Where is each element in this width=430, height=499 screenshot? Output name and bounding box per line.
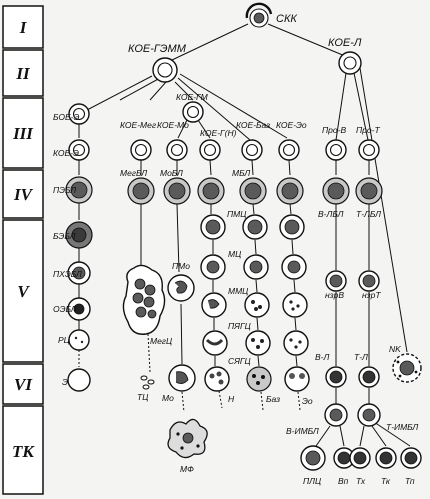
macrophage bbox=[167, 418, 208, 459]
label-phebl: ПХЭБЛ bbox=[53, 269, 82, 279]
koe-gm-cell bbox=[182, 101, 204, 123]
stage-label: V bbox=[17, 282, 30, 301]
lineage-arrows bbox=[78, 23, 411, 447]
label-t-l: Т-Л bbox=[354, 352, 368, 362]
terminal-cells bbox=[300, 445, 422, 471]
stage-label: ТК bbox=[12, 442, 35, 461]
label-t-lbl: Т-ЛБЛ bbox=[356, 209, 381, 219]
label-mbl: МБЛ bbox=[232, 168, 250, 178]
label-koe-g-n: КОЕ-Г(Н) bbox=[200, 128, 237, 138]
label-koe-l: КОЕ-Л bbox=[328, 37, 362, 49]
label-boe-e: БОЕ-Э bbox=[53, 112, 79, 122]
label-nk: NK bbox=[389, 344, 401, 354]
stage-label: II bbox=[15, 64, 31, 83]
stage-label: VI bbox=[14, 375, 33, 394]
label-koe-eo: КОЕ-Эо bbox=[276, 120, 307, 130]
label-baz: Баз bbox=[266, 394, 280, 404]
label-pebl: ПЭБЛ bbox=[53, 185, 76, 195]
stage-iv-blasts bbox=[65, 176, 383, 205]
label-plc: ПЛЦ bbox=[303, 476, 321, 486]
label-mf: МФ bbox=[180, 464, 194, 474]
label-e: Э bbox=[62, 377, 68, 387]
label-mmc: ММЦ bbox=[228, 286, 248, 296]
label-tp: Тп bbox=[405, 476, 415, 486]
megakaryocyte bbox=[122, 264, 166, 335]
label-v-imbl: В-ИМБЛ bbox=[286, 426, 319, 436]
label-oebl: ОЭБЛ bbox=[53, 304, 77, 314]
label-v-l: В-Л bbox=[315, 352, 330, 362]
koe-gemm-cell bbox=[152, 57, 178, 83]
label-koe-meg: КОЕ-Мег bbox=[120, 120, 156, 130]
stage-label: I bbox=[19, 18, 28, 37]
label-t-imbl: Т-ИМБЛ bbox=[386, 422, 418, 432]
lymphoid-cells bbox=[324, 270, 381, 427]
label-pmo: ПМо bbox=[172, 261, 190, 271]
label-pyagc: ПЯГЦ bbox=[228, 321, 251, 331]
label-pmc: ПМЦ bbox=[227, 209, 246, 219]
label-n: Н bbox=[228, 394, 235, 404]
label-megc: МегЦ bbox=[150, 336, 172, 346]
label-tc: ТЦ bbox=[137, 392, 148, 402]
nk-cell bbox=[392, 353, 422, 383]
stage-label: IV bbox=[13, 185, 34, 204]
label-nzrt: нзрТ bbox=[362, 290, 381, 300]
skk-cell bbox=[245, 2, 273, 28]
label-tx: Тх bbox=[356, 476, 366, 486]
label-pro-t: Про-Т bbox=[356, 125, 380, 135]
cell-labels: СКК КОЕ-ГЭММ КОЕ-Л БОЕ-Э КОЕ-Э КОЕ-ГМ КО… bbox=[53, 13, 418, 486]
label-v-lbl: В-ЛБЛ bbox=[318, 209, 344, 219]
platelets bbox=[140, 375, 155, 390]
eosinophil-cells bbox=[279, 214, 310, 392]
label-koe-mo: КОЕ-Мо bbox=[157, 120, 189, 130]
boe-e-cell bbox=[68, 103, 90, 125]
neutrophil-cells bbox=[200, 214, 230, 392]
label-syagc: СЯГЦ bbox=[228, 356, 251, 366]
label-bebl: БЭБЛ bbox=[53, 231, 76, 241]
monocyte-cells bbox=[167, 274, 196, 392]
stage-label: III bbox=[12, 124, 34, 143]
label-koe-gm: КОЕ-ГМ bbox=[176, 92, 209, 102]
label-mobl: МоБЛ bbox=[160, 168, 183, 178]
label-eo: Эо bbox=[302, 396, 313, 406]
label-koe-e: КОЕ-Э bbox=[53, 148, 79, 158]
erythroid-cells bbox=[65, 221, 93, 392]
label-nzrv: нзрВ bbox=[325, 290, 344, 300]
label-tk: Тк bbox=[381, 476, 391, 486]
label-mc: МЦ bbox=[228, 249, 241, 259]
stage-column: I II III IV V VI ТК bbox=[2, 5, 44, 495]
koe-l-cell bbox=[338, 51, 362, 75]
label-koe-gemm: КОЕ-ГЭММ bbox=[128, 43, 187, 55]
stage-iii-cells bbox=[68, 139, 380, 161]
label-rc: РЦ bbox=[58, 335, 70, 345]
label-pro-b: Про-В bbox=[322, 125, 346, 135]
label-mo: Мо bbox=[162, 393, 174, 403]
label-koe-baz: КОЕ-Баз bbox=[236, 120, 270, 130]
label-vp: Вп bbox=[338, 476, 349, 486]
cells bbox=[65, 2, 422, 471]
label-megbl: МегБЛ bbox=[120, 168, 147, 178]
basophil-cells bbox=[242, 214, 272, 392]
label-skk: СКК bbox=[276, 13, 297, 25]
